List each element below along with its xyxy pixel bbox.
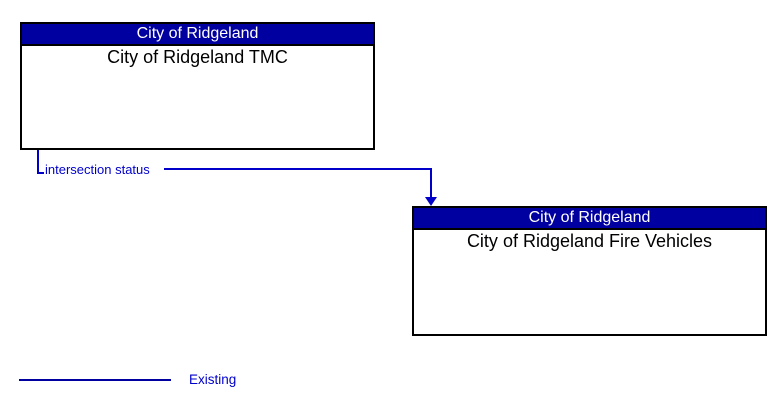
entity-name-city-of-ridgeland-fire-vehicles: City of Ridgeland Fire Vehicles [466,231,713,251]
legend-line-existing [19,379,171,381]
legend-label-existing: Existing [189,372,237,387]
entity-header-city-of-ridgeland: City of Ridgeland [22,24,373,46]
flow-line-horizontal [164,168,432,170]
flow-arrowhead-down-icon [425,197,437,206]
entity-header-city-of-ridgeland: City of Ridgeland [414,208,765,230]
entity-name-city-of-ridgeland-tmc: City of Ridgeland TMC [107,47,288,67]
flow-line-label-foot [37,172,44,174]
entity-box-city-of-ridgeland-tmc[interactable]: City of Ridgeland City of Ridgeland TMC [20,22,375,150]
flow-label-intersection-status[interactable]: intersection status [45,162,150,177]
entity-box-city-of-ridgeland-fire-vehicles[interactable]: City of Ridgeland City of Ridgeland Fire… [412,206,767,336]
flow-line-vertical-from-tmc [37,150,39,174]
flow-line-vertical-to-fire-vehicles [430,168,432,199]
